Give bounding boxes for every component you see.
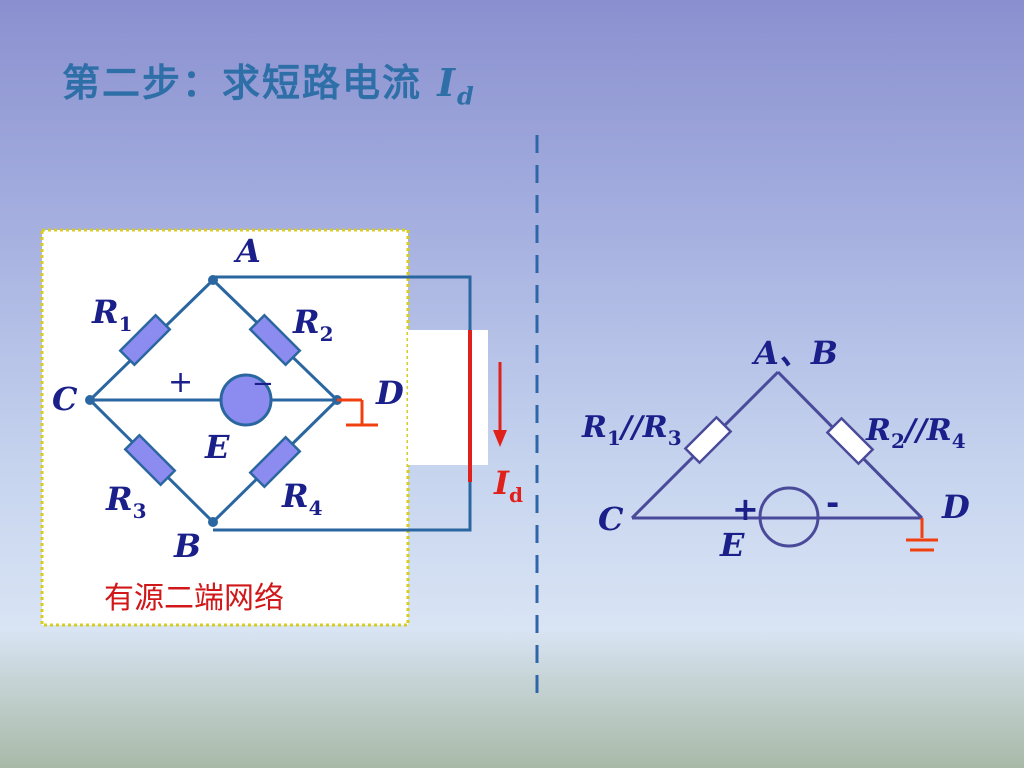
resistor-r4 — [248, 435, 302, 489]
left-circuit: A B C D R1 R2 R3 R4 E + − Id 有源二端网络 — [40, 228, 523, 627]
r3-label: R3 — [105, 480, 147, 523]
short-current-label: Id — [493, 464, 523, 507]
current-arrow-head — [493, 430, 507, 447]
right-circuit: A、B C D R1//R3 R2//R4 E + - — [581, 334, 970, 564]
node-c-dot — [85, 395, 95, 405]
title-current-symbol: I — [437, 60, 458, 105]
resistor-r2 — [248, 313, 302, 367]
source-plus-label: + — [168, 365, 193, 400]
node-d-label-right: D — [941, 488, 970, 526]
title-text: 第二步：求短路电流 — [62, 61, 423, 105]
resistor-r2-r4 — [825, 416, 875, 466]
ground-icon-right — [906, 518, 938, 552]
source-minus-label: − — [252, 369, 274, 399]
r2-r4-label: R2//R4 — [865, 413, 966, 453]
r4-label: R4 — [281, 477, 323, 520]
voltage-source-right — [758, 486, 820, 548]
node-d-label: D — [375, 374, 404, 412]
node-a-dot — [208, 275, 218, 285]
wire-a-out — [213, 275, 472, 330]
short-highlight — [408, 330, 488, 465]
r1-r3-label: R1//R3 — [581, 410, 682, 450]
node-b-label: B — [173, 527, 201, 565]
r2-label: R2 — [292, 303, 334, 346]
node-b-dot — [208, 517, 218, 527]
network-box — [40, 228, 410, 627]
title-current-sub: d — [457, 81, 476, 111]
node-a-label: A — [233, 232, 261, 270]
page-title: 第二步：求短路电流 Id — [62, 52, 476, 111]
node-c-label-right: C — [598, 500, 624, 538]
r1-label: R1 — [91, 293, 133, 336]
resistor-r1-r3 — [683, 415, 733, 465]
node-c-label: C — [52, 380, 78, 418]
source-e-label-right: E — [719, 526, 745, 564]
source-plus-label-right: + — [732, 490, 759, 528]
wire-b-out — [213, 482, 472, 532]
voltage-source — [219, 373, 273, 427]
node-ab-label: A、B — [751, 334, 838, 372]
ground-icon — [337, 398, 378, 427]
resistor-r1 — [118, 313, 172, 367]
resistor-r3 — [123, 433, 177, 487]
source-e-label: E — [204, 428, 230, 466]
network-caption: 有源二端网络 — [104, 581, 284, 616]
source-minus-label-right: - — [826, 484, 839, 522]
